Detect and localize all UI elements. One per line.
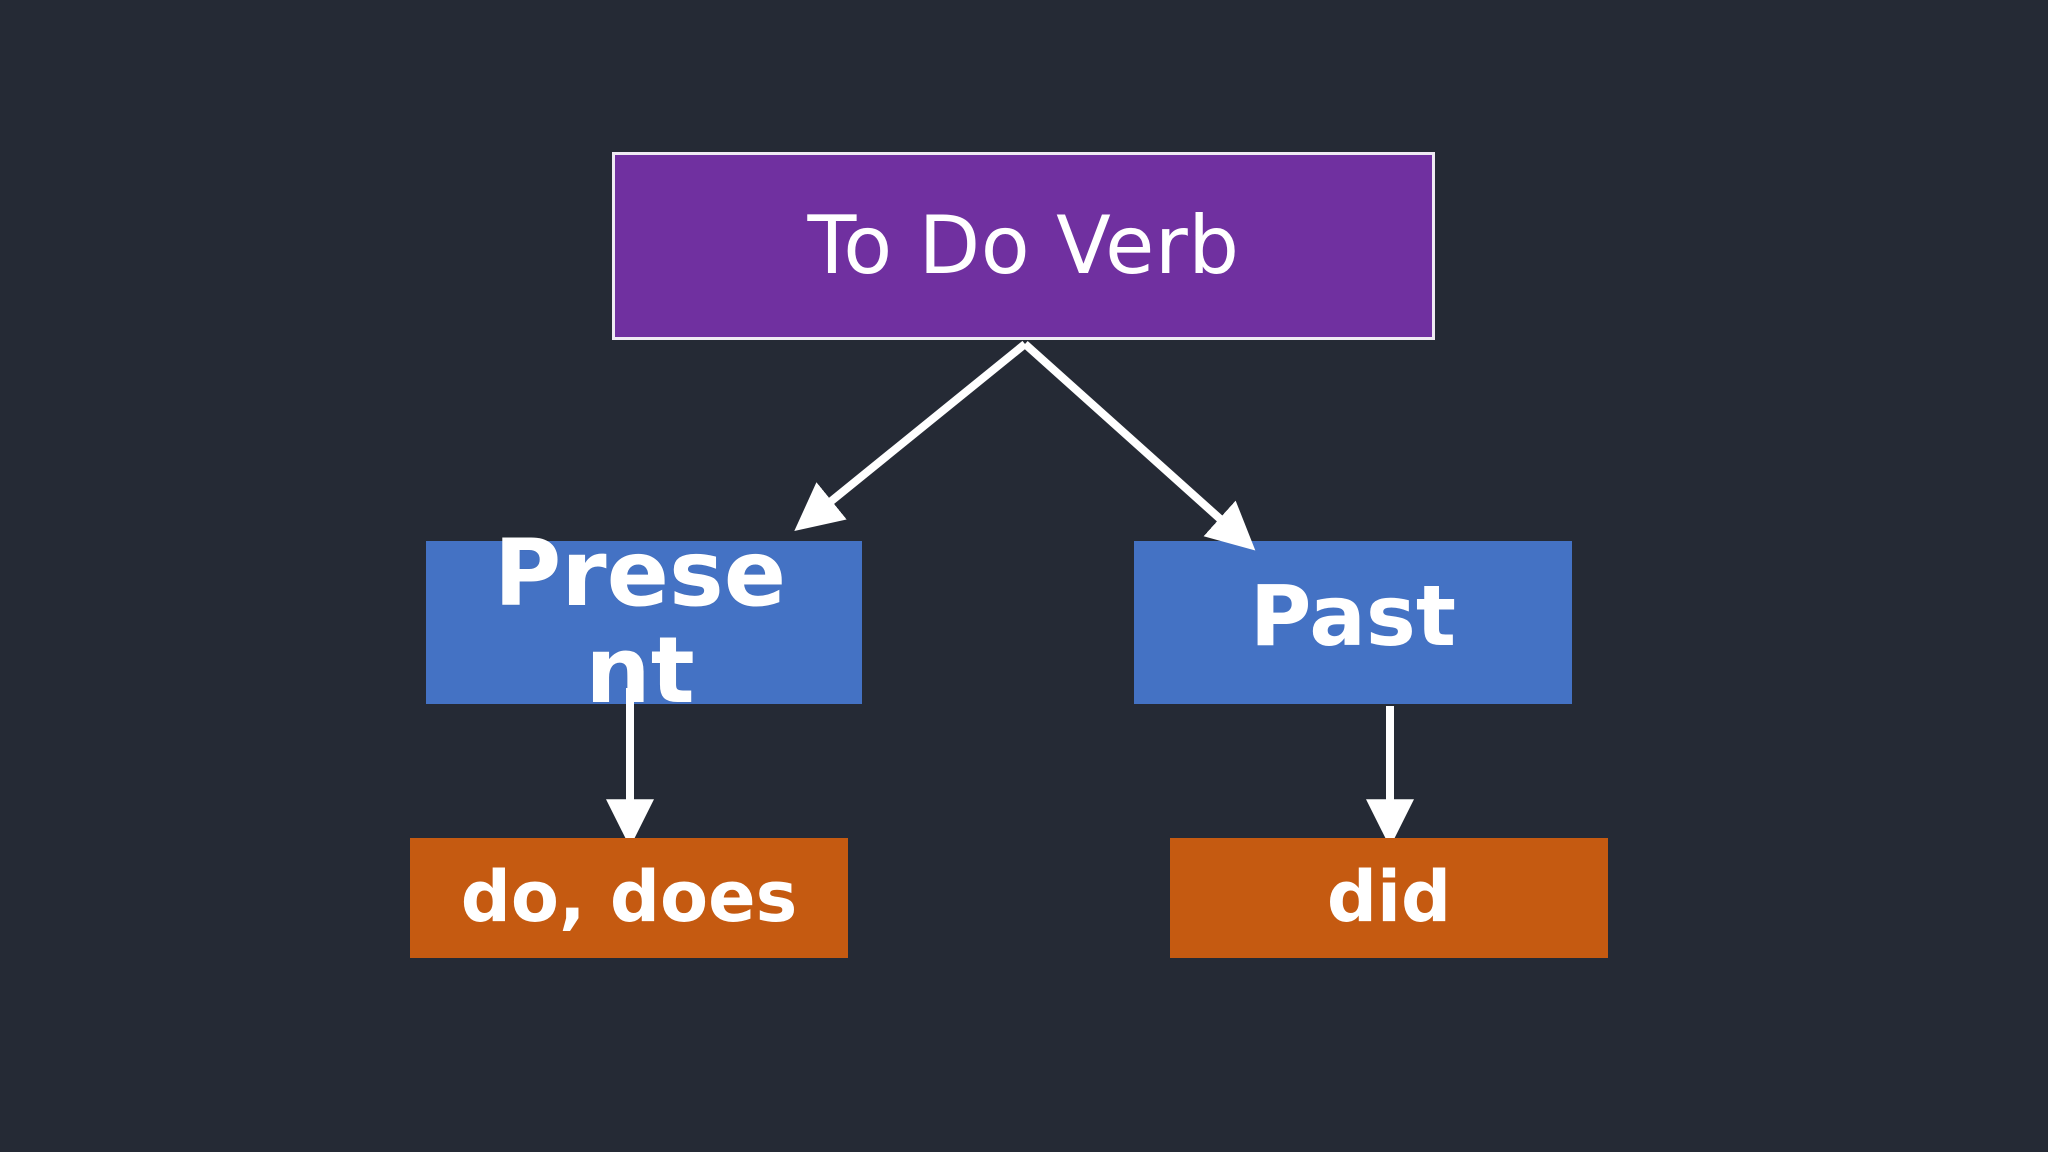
- node-do-does-label: do, does: [460, 856, 798, 939]
- node-to-do-verb[interactable]: To Do Verb: [612, 152, 1435, 340]
- node-present-label: Present: [493, 519, 787, 724]
- node-to-do-verb-label: To Do Verb: [807, 199, 1240, 293]
- node-do-does[interactable]: do, does: [410, 838, 848, 958]
- connector-root-to-past: [1022, 341, 1256, 551]
- node-present[interactable]: Present: [426, 525, 862, 718]
- connector-root-to-present: [794, 340, 1028, 532]
- node-did[interactable]: did: [1170, 838, 1608, 958]
- node-past-label: Past: [1249, 566, 1457, 665]
- node-past[interactable]: Past: [1134, 541, 1572, 704]
- node-did-label: did: [1326, 856, 1452, 939]
